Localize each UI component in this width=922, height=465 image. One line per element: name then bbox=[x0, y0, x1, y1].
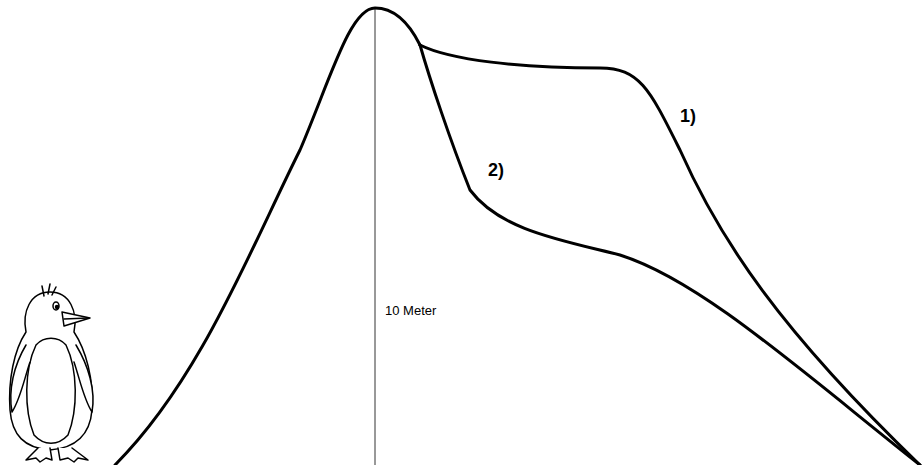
label-slot: 10 Meter bbox=[385, 304, 436, 319]
slide-path-2 bbox=[420, 45, 920, 465]
height-dimension: 10 Meter bbox=[385, 304, 436, 319]
slide-path-1 bbox=[420, 45, 920, 465]
callout-number: 1) bbox=[680, 106, 696, 127]
height-line bbox=[375, 8, 376, 465]
hill-left-slope bbox=[115, 8, 420, 465]
label-slot: 2) bbox=[488, 160, 504, 181]
penguin bbox=[10, 284, 93, 462]
callout-number: 2) bbox=[488, 160, 504, 181]
label-slot: 1) bbox=[680, 106, 696, 127]
